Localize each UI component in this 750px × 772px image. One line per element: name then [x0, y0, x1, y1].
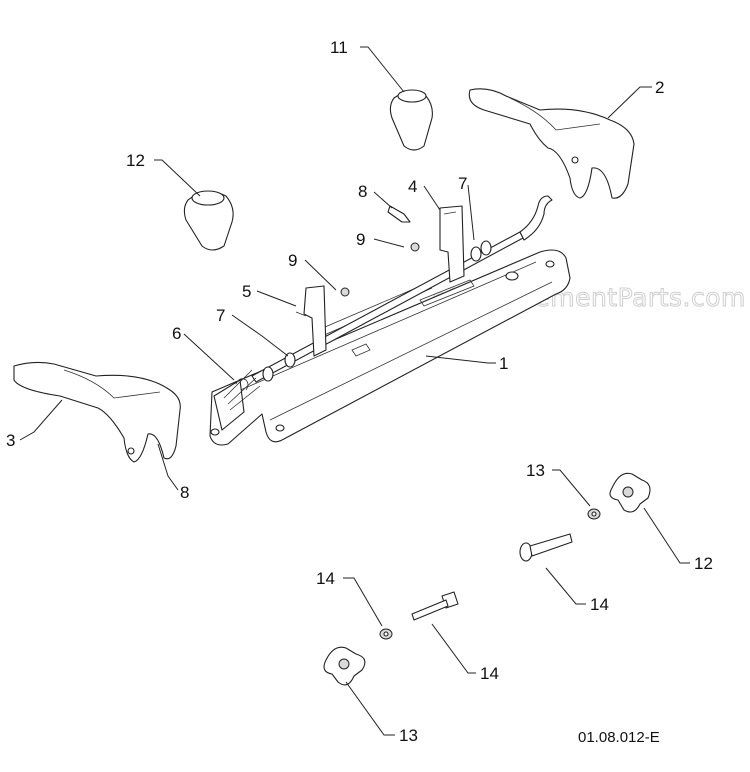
callout-4: 4 — [408, 177, 417, 196]
callout-11: 12 — [126, 151, 145, 170]
spring-linkage-part — [213, 369, 261, 431]
callout-3: 3 — [6, 431, 15, 450]
diagram-reference-code: 01.08.012-E — [578, 729, 660, 746]
callout-7-upper: 7 — [458, 174, 467, 193]
callout-14-upper: 14 — [590, 595, 609, 614]
callout-12-lower: 13 — [399, 726, 418, 745]
bolt-part-14 — [519, 533, 573, 562]
callout-7-lower: 7 — [216, 306, 225, 325]
callout-10: 11 — [330, 38, 348, 57]
callout-9-lower: 9 — [288, 251, 297, 270]
callout-8-lower: 8 — [180, 483, 189, 502]
leader-lines — [19, 46, 690, 736]
star-knob-part-12 — [609, 472, 651, 513]
callout-9-upper: 9 — [356, 230, 365, 249]
callout-13-lower: 14 — [316, 569, 335, 588]
callout-14-lower: 14 — [480, 664, 499, 683]
knob-part-11 — [183, 190, 234, 251]
callout-8-upper: 8 — [358, 182, 367, 201]
star-knob-part-12-lower — [323, 646, 366, 686]
callout-2: 2 — [655, 78, 664, 97]
washer-part-13-lower — [379, 628, 393, 640]
callout-12-upper: 12 — [694, 554, 713, 573]
handle-part-3 — [13, 361, 181, 463]
washer-part-13 — [587, 508, 601, 520]
handle-part-2 — [468, 88, 635, 199]
knob-part-10 — [389, 89, 433, 151]
callout-6: 6 — [172, 324, 181, 343]
frame-bracket-part — [209, 249, 571, 446]
bolt-part-14-lower — [411, 591, 459, 621]
nut-part-9 — [340, 242, 420, 297]
callout-1: 1 — [499, 354, 508, 373]
callout-labels: 11 2 12 8 4 7 9 9 5 7 6 1 3 8 13 12 14 1… — [6, 38, 713, 745]
callout-13-upper: 13 — [526, 461, 545, 480]
callout-5: 5 — [242, 282, 251, 301]
plate-part-5 — [295, 285, 327, 357]
plate-part-4 — [439, 205, 465, 283]
